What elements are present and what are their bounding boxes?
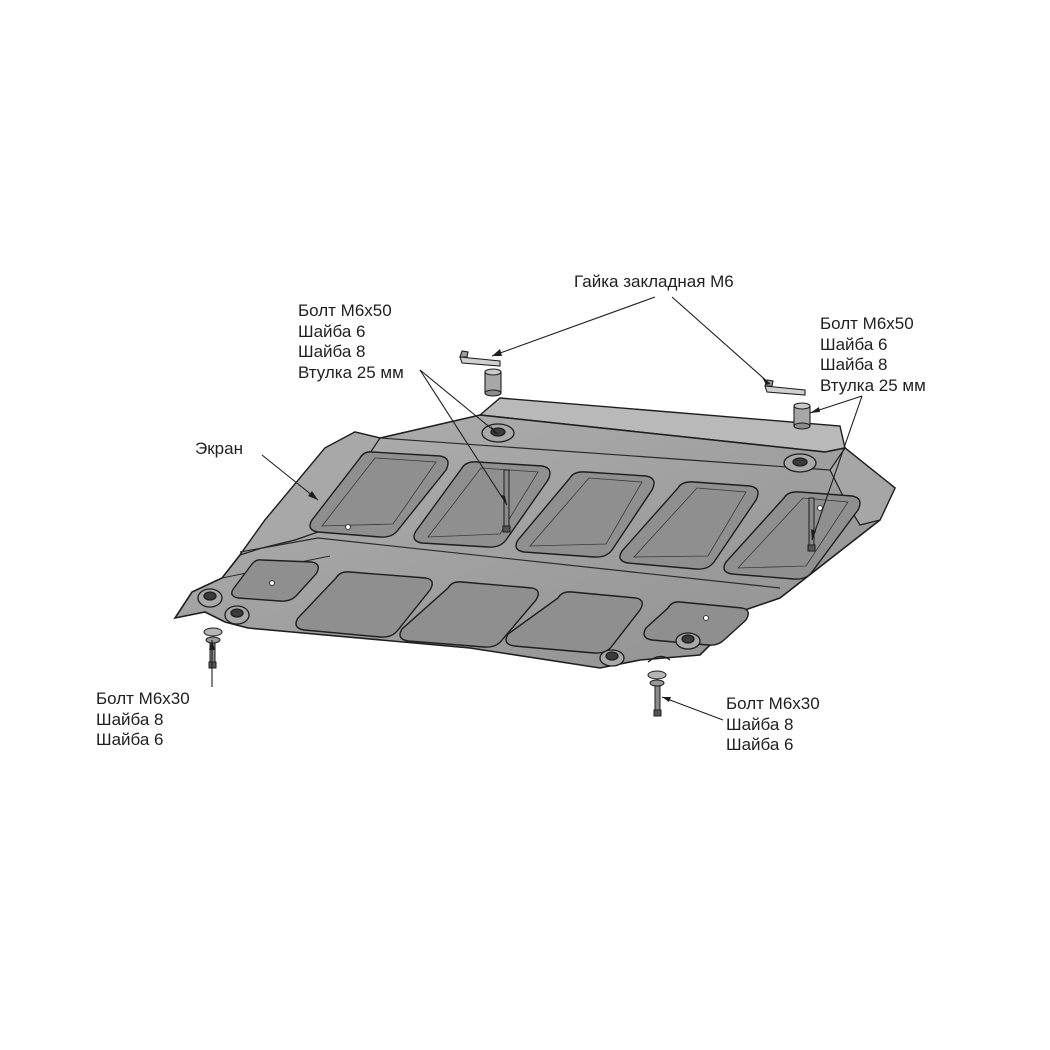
- mount-pads: [197, 423, 817, 667]
- callout-line: Шайба 8: [820, 355, 888, 374]
- bolt-m6x30-right: [647, 670, 667, 717]
- callout-line: Шайба 6: [298, 321, 366, 341]
- callout-line: Шайба 8: [726, 714, 794, 734]
- sleeve-left: [484, 368, 502, 397]
- callout-line: Болт М6х50: [820, 314, 914, 333]
- callout-bolt-top-right: Болт М6х50 Шайба 6 Шайба 8 Втулка 25 мм: [820, 314, 926, 396]
- callout-line: Шайба 8: [298, 342, 366, 361]
- callout-bolt-bottom-right: Болт М6х30 Шайба 8 Шайба 6: [726, 694, 820, 756]
- small-holes: [269, 505, 823, 621]
- leader-bolt-top-left-b: [419, 369, 508, 506]
- callout-line: Втулка 25 мм: [298, 362, 404, 382]
- lower-recesses: [231, 559, 749, 654]
- leader-arrows: [209, 349, 820, 702]
- leader-bolt-bottom-right: [661, 696, 724, 721]
- callout-line: Шайба 6: [726, 735, 794, 754]
- callout-screen: Экран: [195, 439, 243, 460]
- callout-bolt-bottom-left: Болт М6х30 Шайба 8 Шайба 6: [96, 689, 190, 751]
- ridge-line: [379, 437, 831, 471]
- leader-bolt-top-right-b: [811, 395, 863, 541]
- front-slot: [647, 655, 671, 663]
- callout-line: Шайба 6: [820, 334, 888, 354]
- leader-screen: [261, 454, 319, 501]
- callout-line: Шайба 8: [96, 709, 164, 729]
- callout-line: Шайба 6: [96, 730, 164, 749]
- embedded-nut-right: [764, 379, 806, 396]
- upper-recess-inner: [321, 457, 849, 569]
- callout-bolt-top-left: Болт М6х50 Шайба 6 Шайба 8 Втулка 25 мм: [298, 301, 404, 383]
- embedded-nut-left: [459, 350, 501, 367]
- ridge-line: [239, 537, 781, 589]
- leader-nut-right: [671, 296, 771, 385]
- callout-line: Гайка закладная М6: [574, 272, 734, 291]
- leader-bolt-top-left-a: [419, 369, 499, 435]
- callout-line: Втулка 25 мм: [820, 375, 926, 395]
- bolt-m6x50-right: [807, 497, 816, 552]
- callout-line: Болт М6х30: [96, 689, 190, 708]
- callout-line: Болт М6х50: [298, 301, 392, 320]
- leader-nut-left: [491, 296, 656, 357]
- callout-line: Болт М6х30: [726, 694, 820, 713]
- sleeve-right: [793, 402, 811, 430]
- callout-embedded-nut: Гайка закладная М6: [574, 272, 734, 293]
- upper-recesses: [309, 451, 861, 580]
- callout-line: Экран: [195, 439, 243, 458]
